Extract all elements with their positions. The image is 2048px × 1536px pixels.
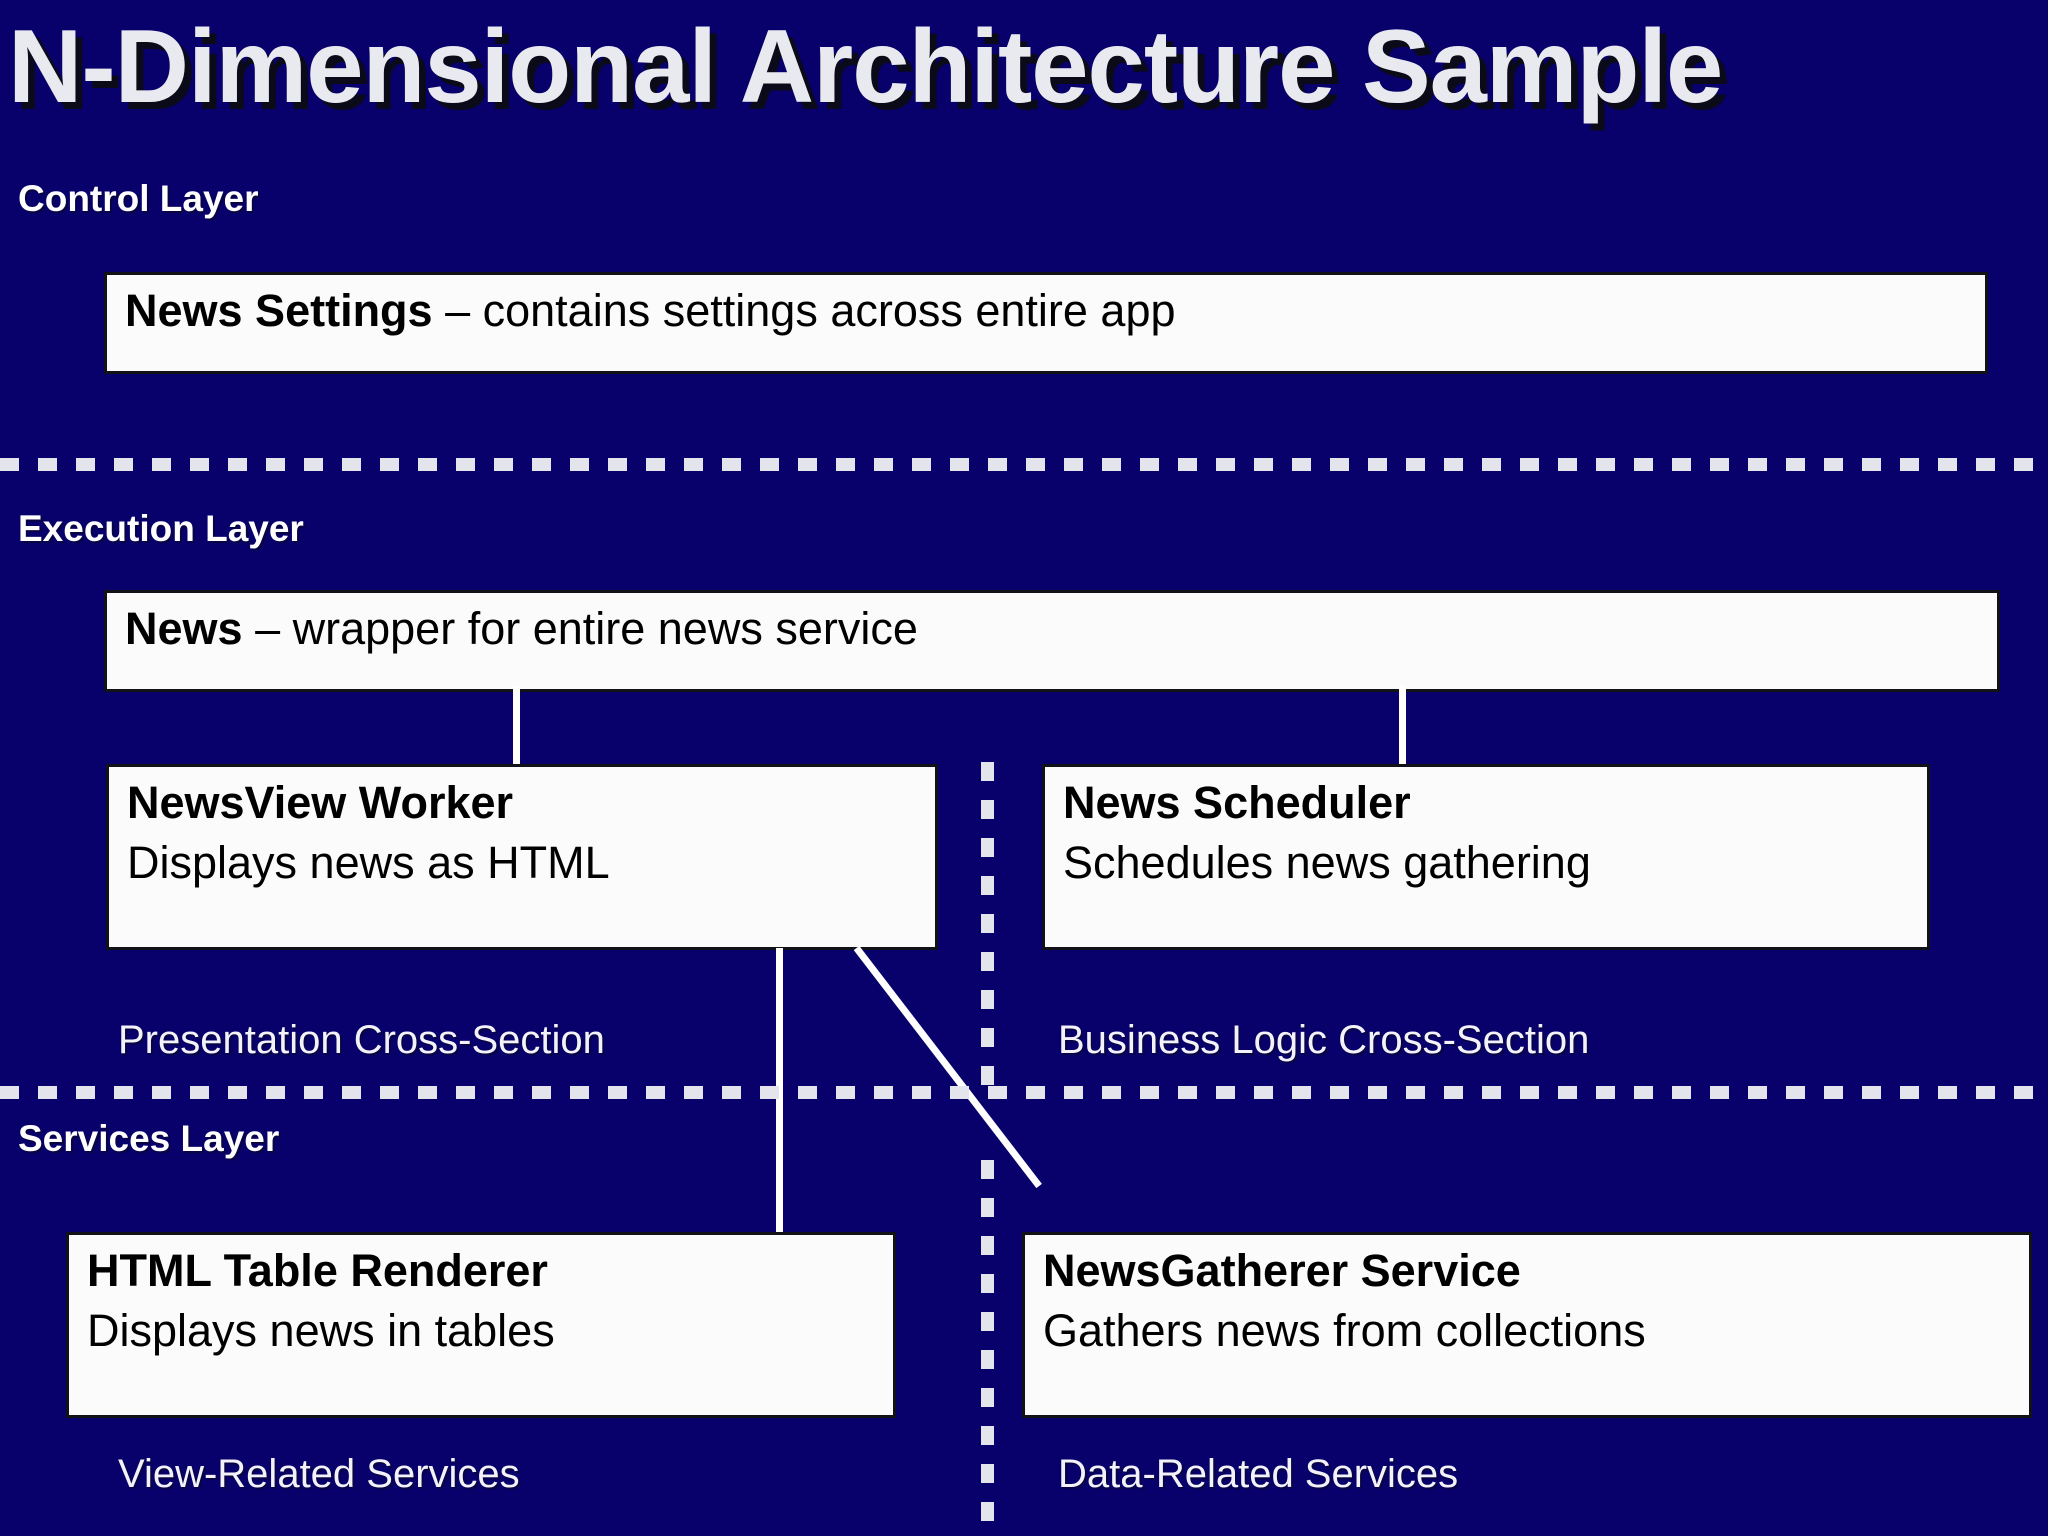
connector-news-to-news-scheduler [1399,686,1406,766]
box-news-description: wrapper for entire news service [292,603,918,654]
layer-label-execution: Execution Layer [18,508,304,549]
box-news-scheduler-description: Schedules news gathering [1063,837,1591,888]
cross-section-divider-execution [981,762,994,1092]
connector-newsview-worker-to-newsgatherer-service [853,945,1042,1189]
box-news-separator: – [242,603,293,654]
cross-section-divider-services [981,1160,994,1536]
connector-news-to-newsview-worker [513,686,520,766]
box-news-settings[interactable]: News Settings – contains settings across… [104,272,1988,374]
box-news-settings-separator: – [432,285,483,336]
cross-section-label-view-related-services: View-Related Services [118,1452,520,1496]
layer-divider-control-execution [0,458,2048,471]
cross-section-label-data-related-services: Data-Related Services [1058,1452,1459,1496]
box-news-line: News – wrapper for entire news service [125,599,1979,659]
box-newsview-worker-title-line: NewsView Worker [127,773,917,833]
layer-divider-execution-services [0,1086,2048,1099]
box-news-scheduler-title-line: News Scheduler [1063,773,1909,833]
box-html-table-renderer-description: Displays news in tables [87,1305,555,1356]
box-newsgatherer-service-title: NewsGatherer Service [1043,1245,1521,1296]
cross-section-label-presentation: Presentation Cross-Section [118,1018,605,1062]
box-newsview-worker-description: Displays news as HTML [127,837,610,888]
box-html-table-renderer-title: HTML Table Renderer [87,1245,548,1296]
box-html-table-renderer[interactable]: HTML Table Renderer Displays news in tab… [66,1232,896,1418]
layer-label-services: Services Layer [18,1118,280,1159]
box-html-table-renderer-title-line: HTML Table Renderer [87,1241,875,1301]
box-news-settings-line: News Settings – contains settings across… [125,281,1967,341]
box-news-scheduler-title: News Scheduler [1063,777,1411,828]
box-newsgatherer-service[interactable]: NewsGatherer Service Gathers news from c… [1022,1232,2032,1418]
box-news-settings-title: News Settings [125,285,433,336]
box-news-settings-description: contains settings across entire app [482,285,1176,336]
box-newsgatherer-service-title-line: NewsGatherer Service [1043,1241,2011,1301]
layer-label-control: Control Layer [18,178,259,219]
box-news-title: News [125,603,243,654]
page-title: N-Dimensional Architecture Sample [8,9,1723,125]
box-newsview-worker[interactable]: NewsView Worker Displays news as HTML [106,764,938,950]
cross-section-label-business-logic: Business Logic Cross-Section [1058,1018,1590,1062]
box-news[interactable]: News – wrapper for entire news service [104,590,2000,692]
box-newsgatherer-service-description: Gathers news from collections [1043,1305,1646,1356]
box-newsview-worker-title: NewsView Worker [127,777,514,828]
box-news-scheduler[interactable]: News Scheduler Schedules news gathering [1042,764,1930,950]
